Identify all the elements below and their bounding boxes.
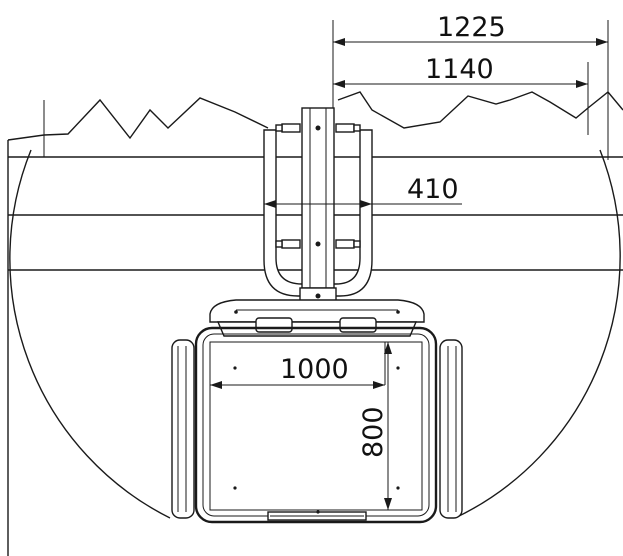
hanger-assembly [263, 107, 373, 305]
tunnel-profile [9, 149, 621, 519]
roof-zigzag-line [7, 91, 623, 141]
dimension-label-410: 410 [407, 174, 459, 205]
dimension-1225: 1225 [333, 12, 608, 46]
left-edge [7, 100, 45, 556]
seat-assembly [171, 299, 463, 524]
dimension-label-1140: 1140 [425, 54, 494, 85]
dimension-label-1225: 1225 [437, 12, 506, 43]
dimension-1000: 1000 [210, 342, 386, 389]
dimension-1140: 1140 [333, 54, 588, 88]
dimension-800: 800 [358, 342, 392, 510]
dimension-410: 410 [264, 174, 462, 208]
dimension-label-1000: 1000 [280, 354, 349, 385]
dimension-label-800: 800 [358, 406, 389, 458]
lower-bolts [275, 239, 361, 249]
upper-bolts [275, 123, 361, 133]
dimension-extension-lines [332, 20, 609, 160]
